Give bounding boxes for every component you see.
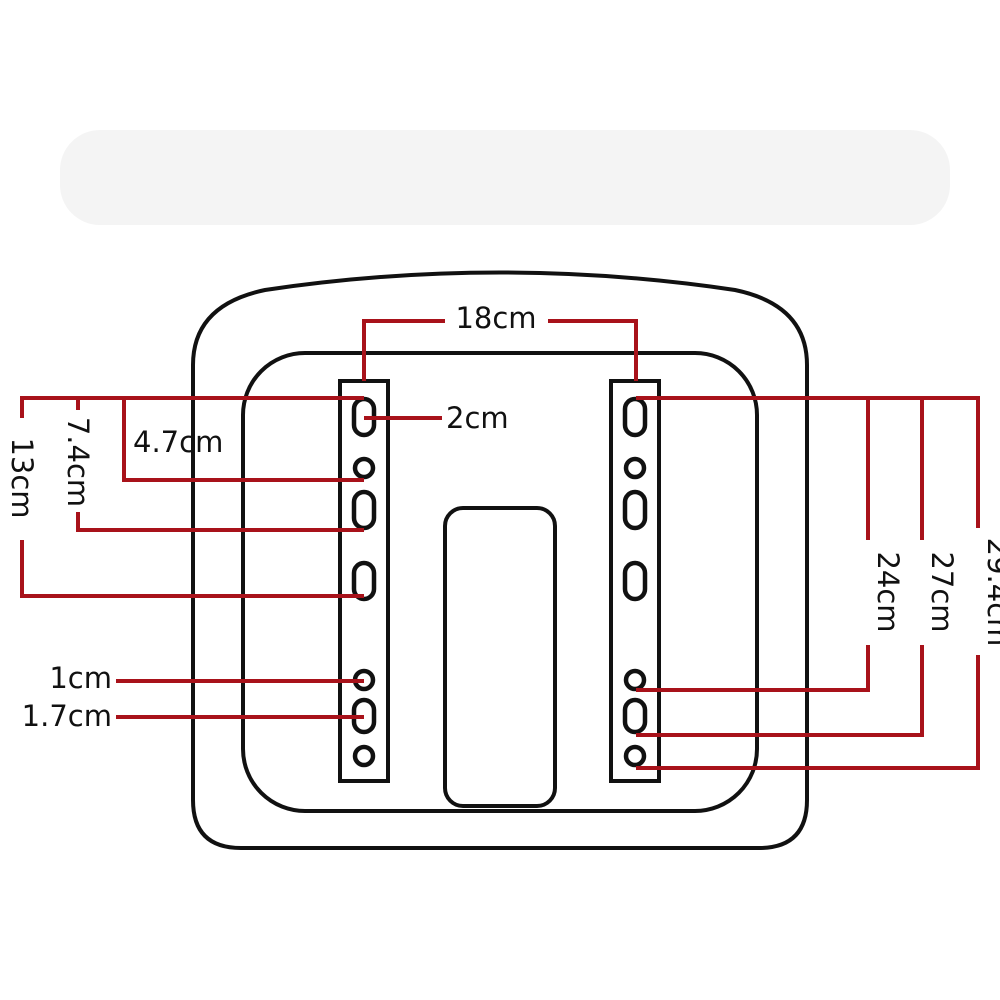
dim-line-top-left [20, 396, 364, 418]
dim-line-27cm [636, 645, 924, 737]
seat-inner-outline [241, 351, 759, 813]
right-round-hole [623, 456, 647, 480]
right-mounting-rail [609, 379, 661, 783]
label-7.4cm: 7.4cm [61, 417, 95, 507]
right-round-hole [623, 668, 647, 692]
dim-line-29.4cm [636, 655, 980, 770]
label-4.7cm: 4.7cm [133, 425, 223, 459]
right-slot-hole [622, 697, 648, 735]
left-mounting-rail [338, 379, 390, 783]
right-round-hole [623, 744, 647, 768]
center-cutout [443, 506, 557, 808]
dim-line-18cm-left [362, 319, 445, 381]
right-rail-holes [622, 396, 648, 768]
label-2cm: 2cm [446, 401, 509, 435]
label-27cm: 27cm [925, 551, 959, 632]
dim-line-top-right [636, 396, 980, 528]
dim-line-13cm [20, 540, 364, 598]
left-rail-holes [351, 396, 377, 768]
label-13cm: 13cm [5, 437, 39, 518]
label-1cm: 1cm [49, 661, 112, 695]
left-slot-hole [351, 560, 377, 602]
dim-line-7.4cm [76, 512, 364, 532]
label-1.7cm: 1.7cm [22, 699, 112, 733]
seat-outer-outline [191, 270, 809, 850]
dim-line-18cm-right [548, 319, 638, 381]
label-24cm: 24cm [871, 551, 905, 632]
right-slot-hole [622, 560, 648, 602]
right-slot-hole [622, 396, 648, 438]
dim-line-24cm [636, 645, 870, 692]
left-round-hole [352, 456, 376, 480]
dim-line-4.7cm [122, 398, 364, 482]
label-18cm: 18cm [455, 301, 536, 335]
right-slot-hole [622, 489, 648, 531]
left-slot-hole [351, 489, 377, 531]
left-round-hole [352, 744, 376, 768]
label-29.4cm: 29.4cm [981, 538, 1000, 647]
blurred-banner [60, 130, 950, 225]
